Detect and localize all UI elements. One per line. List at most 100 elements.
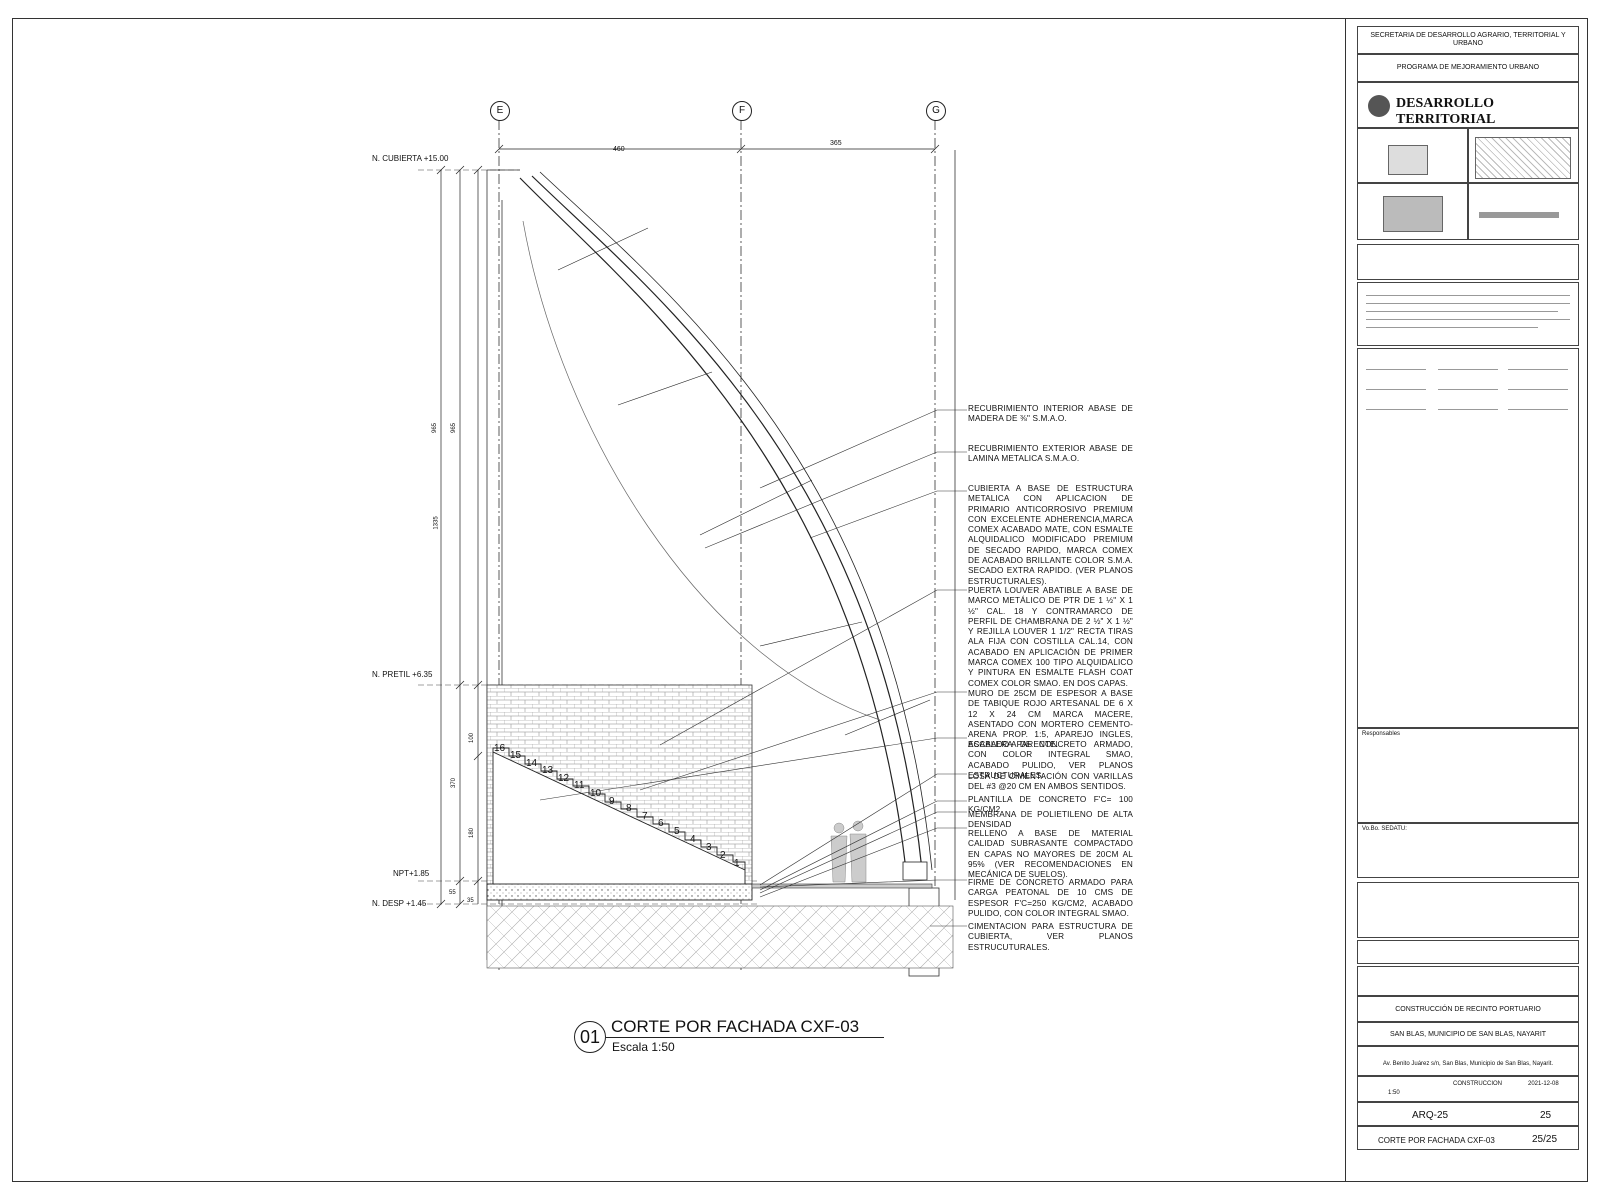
site-plan [1383, 196, 1443, 232]
vobo-box: Vo.Bo. SEDATU: [1357, 823, 1579, 878]
level-cubierta: N. CUBIERTA +15.00 [372, 154, 449, 163]
note-interior-cladding: RECUBRIMIENTO INTERIOR ABASE DE MADERA D… [968, 404, 1133, 424]
foundation-slab [486, 883, 753, 901]
scale-figures [830, 820, 867, 883]
project-box: CONSTRUCCIÓN DE RECINTO PORTUARIO [1357, 996, 1579, 1022]
program-box: PROGRAMA DE MEJORAMIENTO URBANO [1357, 54, 1579, 82]
note-concrete-base: PLANTILLA DE CONCRETO F'C= 100 KG/CM2 [968, 795, 1133, 815]
location-map-box [1357, 128, 1468, 183]
stair-number: 8 [626, 803, 632, 814]
title-block: SECRETARIA DE DESARROLLO AGRARIO, TERRIT… [1345, 18, 1588, 1182]
drawing-number-text: 01 [579, 1027, 601, 1047]
scale-date-box: 1:50 CONSTRUCCION 2021-12-08 [1357, 1076, 1579, 1102]
note-roof-foundation: CIMENTACION PARA ESTRUCTURA DE CUBIERTA,… [968, 922, 1133, 952]
top-dimension [494, 144, 940, 154]
level-npt: NPT+1.85 [393, 869, 430, 878]
sheet-name-box: CORTE POR FACHADA CXF-03 25/25 [1357, 1126, 1579, 1150]
sheet-name: CORTE POR FACHADA CXF-03 [1378, 1136, 1495, 1145]
vertical-dimensions [436, 165, 483, 909]
note-foundation-slab: LOSA DE CIMENTACIÓN CON VARILLAS DEL #3 … [968, 772, 1133, 792]
stair-number: 3 [706, 842, 712, 853]
note-stair: ESCALERA DE CONCRETO ARMADO, CON COLOR I… [968, 740, 1133, 780]
responsables-label: Responsables [1362, 731, 1401, 737]
sheet-code-box: ARQ-25 25 [1357, 1102, 1579, 1126]
general-notes-box [1357, 282, 1579, 346]
dim-top-365: 365 [830, 140, 842, 147]
grid-bubble-g: G [926, 101, 946, 121]
drawing-frame [12, 18, 1588, 1182]
stair-number: 11 [574, 780, 585, 791]
level-pretil: N. PRETIL +6.35 [372, 670, 433, 679]
symbology-box [1357, 348, 1579, 728]
drawing-title-underline [606, 1037, 884, 1038]
grid-bubble-e: E [490, 101, 510, 121]
grid-bubble-f: F [732, 101, 752, 121]
note-fill: RELLENO A BASE DE MATERIAL CALIDAD SUBRA… [968, 829, 1133, 880]
note-membrane: MEMBRANA DE POLIETILENO DE ALTA DENSIDAD [968, 810, 1133, 830]
note-floor-firm: FIRME DE CONCRETO ARMADO PARA CARGA PEAT… [968, 878, 1133, 918]
roof-structure [519, 171, 933, 881]
stair-number: 2 [720, 850, 726, 861]
drawing-title: CORTE POR FACHADA CXF-03 [611, 1017, 860, 1036]
location-text: SAN BLAS, MUNICIPIO DE SAN BLAS, NAYARIT [1389, 1031, 1547, 1038]
sheet-number: 25 [1540, 1110, 1552, 1121]
dim-100: 100 [469, 732, 476, 744]
dim-370: 370 [451, 777, 458, 789]
agency-name: SECRETARIA DE DESARROLLO AGRARIO, TERRIT… [1370, 32, 1566, 47]
dim-965-a: 965 [432, 422, 439, 434]
leader-lines [539, 409, 967, 927]
table-box [1357, 882, 1579, 938]
logo-box: DESARROLLO TERRITORIAL [1357, 82, 1579, 128]
stair-number: 12 [558, 773, 570, 784]
logo-emblem [1368, 95, 1390, 117]
stair-number: 7 [642, 811, 648, 822]
address-text: Av. Benito Juárez s/n, San Blas, Municip… [1382, 1061, 1554, 1067]
sheet-title-box [1357, 966, 1579, 996]
program-name: PROGRAMA DE MEJORAMIENTO URBANO [1396, 64, 1540, 71]
revisions-box [1357, 940, 1579, 964]
stair-number: 16 [494, 743, 506, 754]
stair-number: 1 [734, 858, 740, 869]
column-g [908, 150, 956, 977]
location-box: SAN BLAS, MUNICIPIO DE SAN BLAS, NAYARIT [1357, 1022, 1579, 1046]
agency-box: SECRETARIA DE DESARROLLO AGRARIO, TERRIT… [1357, 26, 1579, 54]
stair-number: 4 [690, 834, 696, 845]
dim-180: 180 [469, 827, 476, 839]
drawing-number: 01 [574, 1021, 606, 1053]
vobo-label: Vo.Bo. SEDATU: [1362, 826, 1407, 832]
stair-number: 15 [510, 750, 522, 761]
urban-map [1475, 137, 1571, 179]
address-box: Av. Benito Juárez s/n, San Blas, Municip… [1357, 1046, 1579, 1076]
site-plan-box [1357, 183, 1468, 240]
level-desp: N. DESP +1.45 [372, 899, 427, 908]
site-elevation [1479, 212, 1559, 218]
site-elevation-box [1468, 183, 1579, 240]
dim-965-b: 965 [451, 422, 458, 434]
dim-1335: 1335 [433, 516, 440, 530]
section-drawing [418, 120, 967, 977]
sheet-count: 25/25 [1532, 1134, 1558, 1145]
responsables-box: Responsables [1357, 728, 1579, 823]
stair-number: 5 [674, 826, 680, 837]
note-exterior-cladding: RECUBRIMIENTO EXTERIOR ABASE DE LAMINA M… [968, 444, 1133, 464]
stair-number: 14 [526, 758, 538, 769]
location-map [1388, 145, 1428, 175]
sheet-code: ARQ-25 [1412, 1110, 1449, 1121]
logo-text: DESARROLLO TERRITORIAL [1396, 96, 1496, 127]
project-data-box [1357, 244, 1579, 280]
dim-35: 35 [467, 898, 474, 904]
note-roof-structure: CUBIERTA A BASE DE ESTRUCTURA METALICA C… [968, 484, 1133, 586]
dim-top-460: 460 [613, 146, 625, 153]
stair-number: 13 [542, 765, 554, 776]
urban-map-box [1468, 128, 1579, 183]
note-louver-door: PUERTA LOUVER ABATIBLE A BASE DE MARCO M… [968, 586, 1133, 688]
stair-number: 10 [590, 788, 602, 799]
stage-value: CONSTRUCCION [1453, 1081, 1502, 1087]
dim-55: 55 [449, 890, 456, 896]
drawing-scale: Escala 1:50 [612, 1040, 675, 1054]
project-name: CONSTRUCCIÓN DE RECINTO PORTUARIO [1395, 1006, 1541, 1013]
stair-number: 9 [609, 796, 615, 807]
note-brick-wall: MURO DE 25CM DE ESPESOR A BASE DE TABIQU… [968, 689, 1133, 750]
stair-number: 6 [658, 818, 664, 829]
subgrade-fill [486, 905, 954, 969]
